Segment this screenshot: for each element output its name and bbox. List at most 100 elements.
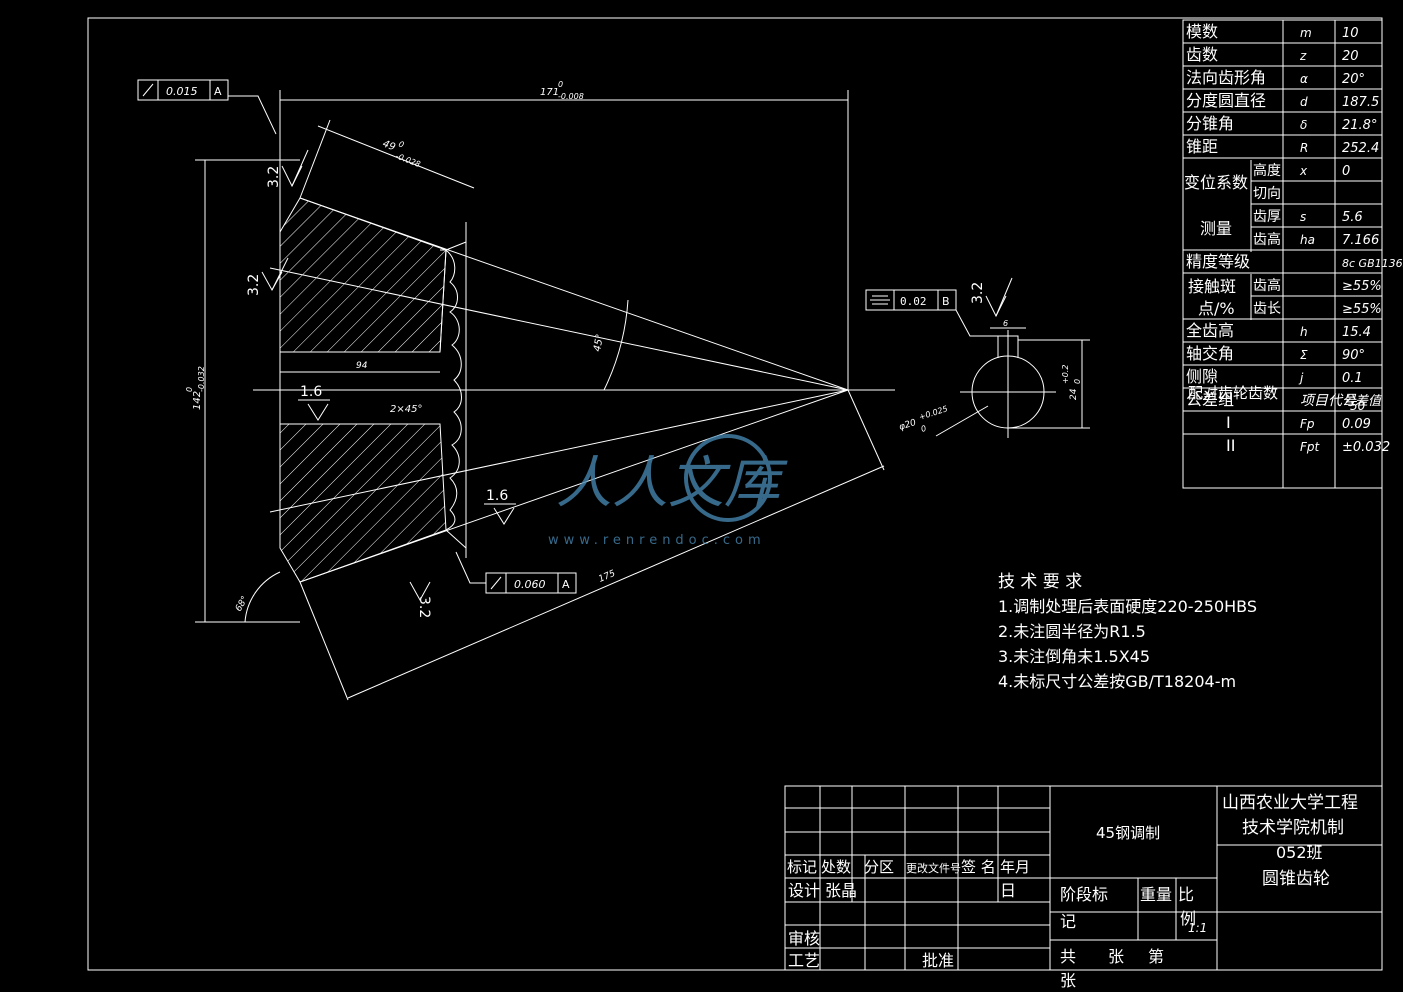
tech-requirements: 技 术 要 求 1.调制处理后表面硬度220-250HBS 2.未注圆半径为R1… <box>998 572 1257 691</box>
gear-row-symbol: 项目代号 <box>1300 393 1357 409</box>
watermark-url: www.renrendoc.com <box>548 533 766 548</box>
dim-chamfer: 2×45° <box>390 404 422 415</box>
gear-row-symbol: z <box>1299 49 1307 63</box>
gear-row-symbol: Fpt <box>1300 440 1321 454</box>
gear-row-value: 8c GB11365 <box>1342 257 1403 270</box>
tb-craft: 工艺 <box>788 951 820 970</box>
gear-contact-label-2: 点/% <box>1198 299 1235 318</box>
dim-back-angle: 68° <box>234 595 251 614</box>
tb-scale-val: 1:1 <box>1188 921 1207 935</box>
gear-row-symbol: x <box>1299 164 1308 178</box>
gear-row-symbol: α <box>1300 72 1308 86</box>
gear-row-sub: 齿高 <box>1253 277 1281 294</box>
svg-text:3.2: 3.2 <box>266 166 282 188</box>
drawing-border <box>87 17 1383 971</box>
dim-bore-len: 94 <box>356 361 368 371</box>
tb-hdr-date: 年月 <box>1000 858 1030 876</box>
gear-row-value: 7.166 <box>1342 233 1379 248</box>
dim-face-width-tol: -0.028 <box>394 151 421 169</box>
roughness-3: 1.6 <box>298 384 330 421</box>
gear-row-value: 0 <box>1342 164 1350 179</box>
gear-row-label: 侧隙 <box>1186 367 1218 386</box>
dim-bore-tol: +0.025 <box>918 404 949 422</box>
svg-text:0.02: 0.02 <box>900 295 927 308</box>
tb-class: 052班 <box>1276 843 1323 862</box>
hatch-bottom <box>279 423 447 583</box>
gear-row-value: ≥55% <box>1342 279 1382 294</box>
gear-row-label: 公差组 <box>1186 390 1234 409</box>
gear-row-symbol: δ <box>1300 118 1307 132</box>
svg-text:3.2: 3.2 <box>416 596 432 618</box>
gear-mating-value: 50 <box>1350 399 1366 413</box>
tech-req-title: 技 术 要 求 <box>998 572 1082 592</box>
gear-row-value: 187.5 <box>1342 95 1379 110</box>
gear-row-value: 5.6 <box>1342 210 1363 225</box>
roughness-6: 3.2 <box>970 277 1013 318</box>
gear-row-label: II <box>1226 436 1235 455</box>
gear-row-label: 锥距 <box>1186 137 1218 156</box>
gear-row-value: 252.4 <box>1342 141 1379 156</box>
runout-tolerance-top: 0.015 A <box>137 79 277 135</box>
svg-text:A: A <box>214 85 222 98</box>
tb-school-1: 山西农业大学工程 <box>1222 793 1358 813</box>
gear-row-label: 分锥角 <box>1186 114 1234 133</box>
svg-text:1.6: 1.6 <box>486 488 508 504</box>
watermark-logo-ring <box>684 434 772 522</box>
svg-text:3.2: 3.2 <box>970 282 986 304</box>
gear-contact-label: 接触斑 <box>1188 277 1236 296</box>
gear-row-value: ≥55% <box>1342 302 1382 317</box>
tb-day: 日 <box>1000 881 1016 900</box>
gear-row-label: 精度等级 <box>1186 252 1250 271</box>
gear-row-symbol: s <box>1300 210 1306 224</box>
gear-row-value: 10 <box>1342 26 1359 41</box>
gear-row-symbol: h <box>1300 325 1308 339</box>
gear-row-value: 20° <box>1342 72 1365 87</box>
tb-hdr-count: 处数 <box>821 858 851 876</box>
tb-scale: 比 <box>1178 885 1194 904</box>
svg-text:0.015: 0.015 <box>166 85 198 98</box>
tb-designer: 张晶 <box>825 881 857 900</box>
gear-row-value: 21.8° <box>1342 118 1377 133</box>
dim-outer-dia-tol: -0.032 <box>197 366 206 392</box>
svg-text:3.2: 3.2 <box>246 274 262 296</box>
gear-row-value: 公差值 <box>1342 394 1383 409</box>
dim-key-depth: 24 <box>1069 388 1079 400</box>
runout-tolerance-bottom: 0.060 A <box>455 551 577 594</box>
tb-design: 设计 <box>788 881 820 900</box>
roughness-1: 3.2 <box>266 149 309 188</box>
tb-hdr-mark: 标记 <box>787 858 817 876</box>
gear-row-sub: 齿高 <box>1253 231 1281 248</box>
dim-face-width: 49 <box>381 139 397 154</box>
gear-row-label: 齿数 <box>1186 45 1218 64</box>
symmetry-tolerance: 0.02 B <box>865 289 998 337</box>
gear-row-label: 模数 <box>1186 22 1218 41</box>
dim-key-depth-tol: +0.2 <box>1061 365 1070 384</box>
tb-stage: 阶段标 <box>1060 885 1108 904</box>
tb-approve: 批准 <box>922 951 954 970</box>
dim-outer-dia: 142 <box>192 391 203 410</box>
roughness-4: 1.6 <box>484 488 516 525</box>
gear-row-value: 20 <box>1342 49 1359 64</box>
tb-material: 45钢调制 <box>1096 824 1160 842</box>
tb-scale-2: 例 <box>1180 909 1196 928</box>
dim-total-length-tol: -0.008 <box>558 92 584 101</box>
gear-row-sub: 切向 <box>1253 186 1281 202</box>
tb-hdr-zone: 分区 <box>864 858 894 876</box>
gear-row-sub: 高度 <box>1253 162 1281 179</box>
gear-measure-label: 测量 <box>1200 219 1232 238</box>
gear-row-symbol: R <box>1300 141 1308 155</box>
tb-stage-2: 记 <box>1060 912 1076 931</box>
tb-hdr-sign: 签 名 <box>961 858 996 876</box>
gear-row-value: 0.09 <box>1342 417 1371 432</box>
tb-sheets-unit-2: 张 <box>1060 971 1076 990</box>
tb-sheets-unit: 张 <box>1108 947 1124 966</box>
gear-row-symbol: d <box>1300 95 1308 109</box>
title-block: 45钢调制 山西农业大学工程 技术学院机制 052班 圆锥齿轮 标记 处数 分区… <box>784 785 1383 990</box>
gear-row-value: 15.4 <box>1342 325 1371 340</box>
gear-row-label: 轴交角 <box>1186 344 1234 363</box>
gear-row-label: I <box>1226 413 1231 432</box>
watermark: 人人文库 www.renrendoc.com <box>548 434 788 548</box>
svg-text:1.6: 1.6 <box>300 384 322 400</box>
